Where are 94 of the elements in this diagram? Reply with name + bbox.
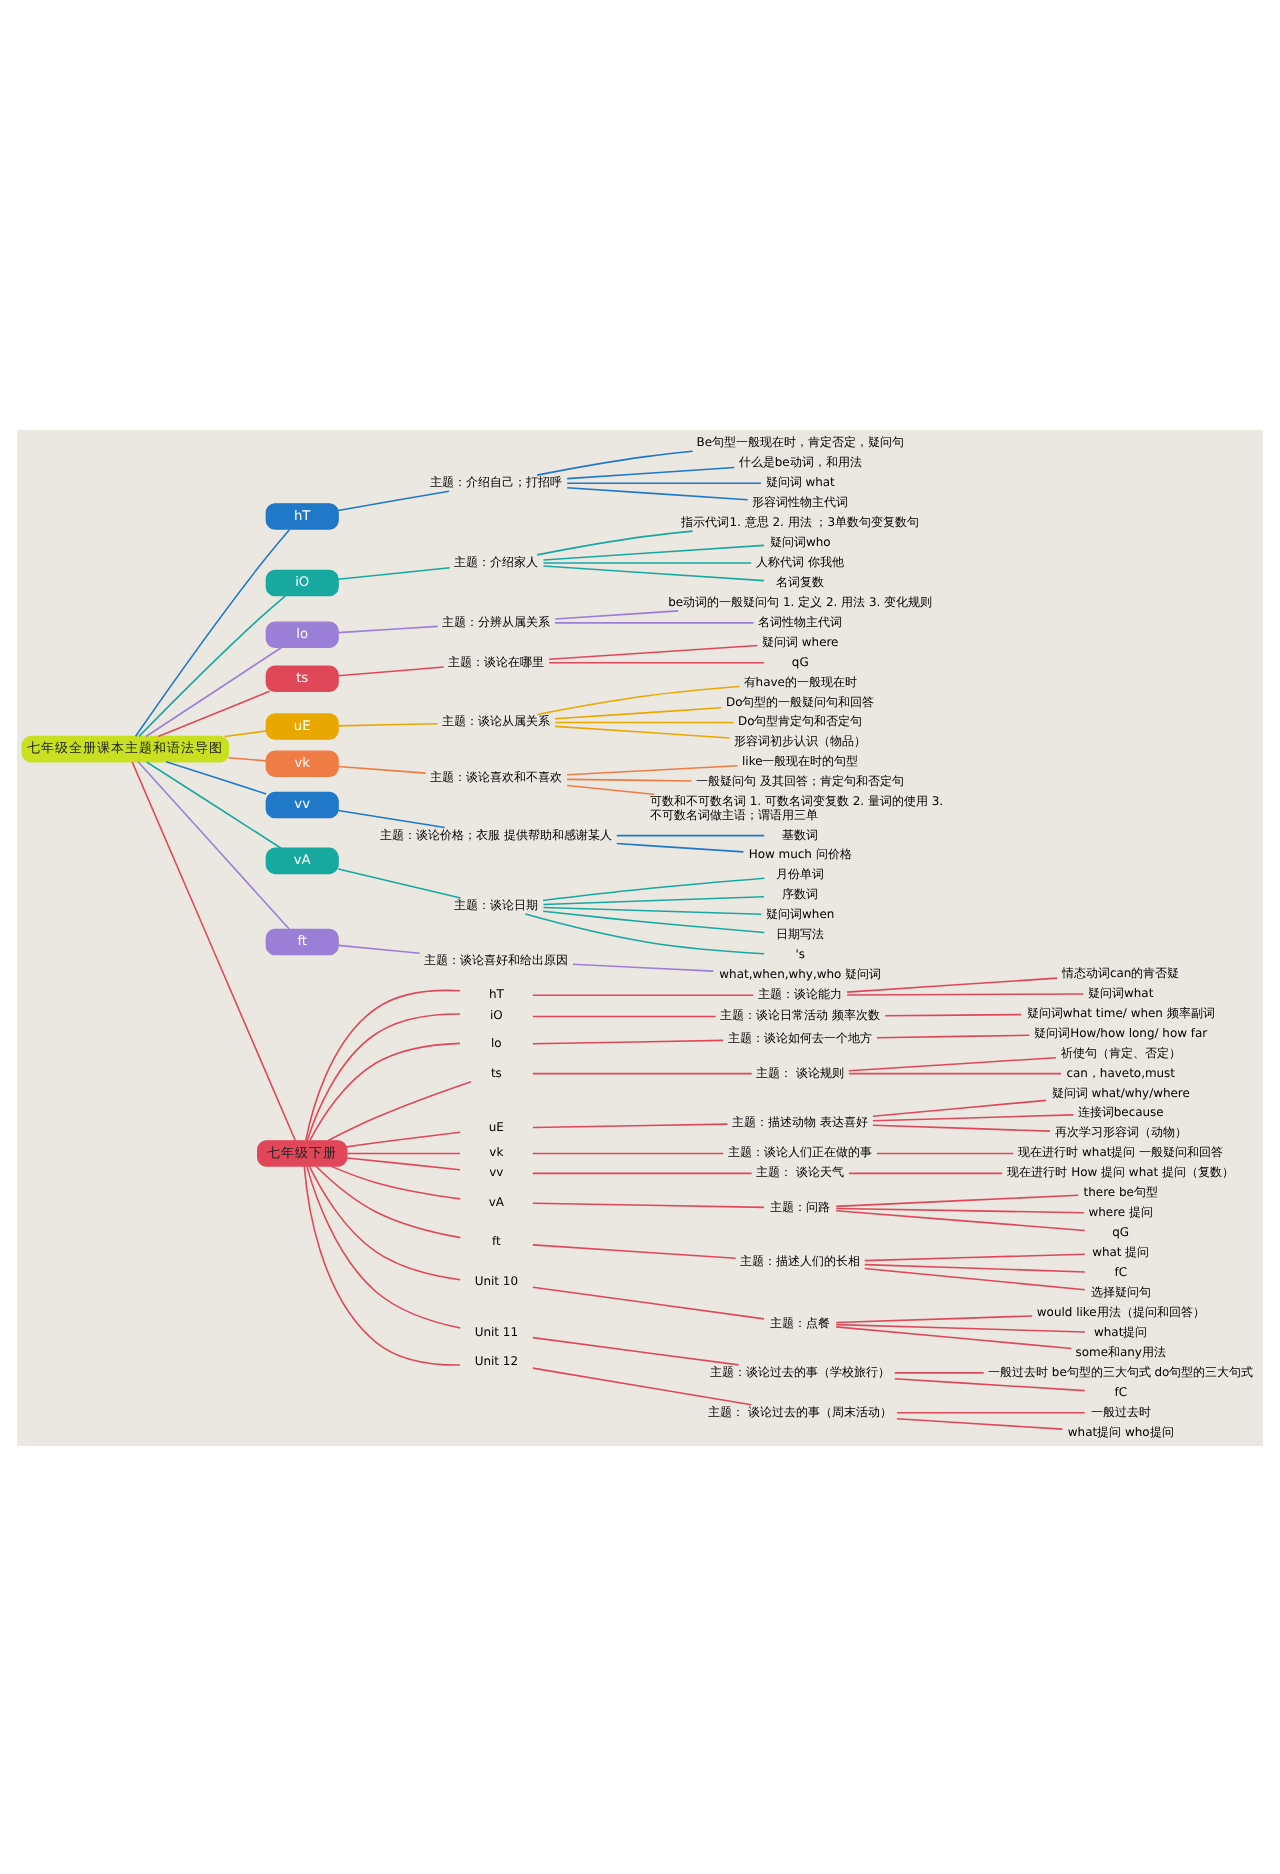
connector	[835, 1206, 1085, 1213]
connector	[165, 760, 268, 794]
connector	[554, 621, 755, 623]
connector	[536, 684, 741, 715]
connector	[872, 1098, 1047, 1117]
connector	[532, 1366, 752, 1405]
connector	[542, 876, 766, 901]
connector	[896, 1416, 1064, 1429]
connector	[137, 760, 290, 929]
connector	[524, 912, 765, 954]
connector	[306, 1012, 461, 1141]
connector	[894, 1371, 985, 1373]
connector	[337, 489, 450, 511]
connector	[542, 564, 765, 581]
connector	[337, 867, 462, 898]
connector	[554, 724, 731, 738]
connector	[532, 1151, 724, 1154]
connector	[346, 1151, 461, 1154]
connector	[835, 1314, 1033, 1323]
connector	[566, 783, 656, 795]
connector	[309, 1041, 461, 1141]
connector	[894, 1376, 1086, 1391]
connector	[876, 1033, 1031, 1038]
connector	[542, 543, 765, 560]
connector	[835, 1325, 1073, 1349]
connector	[532, 1285, 765, 1319]
connector	[337, 665, 445, 676]
connector	[863, 1262, 1086, 1272]
connector	[346, 1156, 461, 1170]
connector	[548, 643, 759, 660]
connector	[863, 1252, 1086, 1261]
connector	[337, 721, 439, 726]
connector	[330, 1164, 462, 1199]
connector	[835, 1322, 1086, 1332]
connector	[542, 909, 766, 933]
connector	[863, 1266, 1086, 1290]
connector	[327, 1079, 472, 1141]
connector	[846, 992, 1085, 995]
connector	[145, 645, 283, 737]
connector	[542, 561, 753, 563]
connector	[315, 1164, 462, 1238]
connector	[536, 529, 694, 555]
connector	[532, 1335, 740, 1365]
connector	[337, 943, 421, 954]
connector	[532, 1071, 753, 1074]
connector	[566, 763, 739, 775]
connector	[554, 720, 735, 723]
connector	[848, 1171, 1003, 1174]
connector	[532, 1201, 765, 1208]
connector	[542, 894, 765, 905]
connector	[566, 486, 749, 500]
connector	[572, 962, 715, 971]
connector	[884, 1012, 1023, 1016]
connector	[532, 1243, 737, 1259]
connector	[542, 905, 763, 915]
connector	[223, 729, 267, 737]
connector	[337, 764, 427, 773]
connector	[532, 993, 754, 995]
connector	[554, 609, 679, 619]
connector	[305, 1164, 462, 1328]
connector	[337, 565, 451, 580]
connector	[896, 1410, 1086, 1413]
connector	[554, 705, 723, 719]
connector	[872, 1113, 1075, 1121]
connector	[846, 976, 1058, 992]
connector	[835, 1208, 1086, 1231]
connector	[548, 660, 765, 663]
connector	[872, 1123, 1051, 1131]
connector	[145, 760, 282, 848]
connector	[566, 777, 693, 781]
connector	[848, 1055, 1057, 1071]
connector	[536, 449, 694, 475]
connector	[227, 755, 267, 761]
connector	[532, 1038, 724, 1044]
connector	[346, 1130, 461, 1147]
connector	[303, 1164, 461, 1365]
connector	[566, 481, 762, 483]
connector	[138, 594, 287, 737]
connector	[848, 1071, 1062, 1074]
connector	[566, 465, 736, 479]
connector	[308, 1164, 461, 1280]
connector	[615, 833, 765, 836]
connector	[134, 527, 291, 736]
connector	[876, 1151, 1015, 1154]
connector	[337, 624, 439, 633]
connector	[615, 841, 745, 852]
connector	[532, 1014, 717, 1017]
connector	[304, 988, 461, 1141]
connector	[532, 1171, 753, 1174]
connector	[532, 1122, 729, 1128]
connector	[157, 689, 271, 737]
connector	[835, 1193, 1080, 1207]
connector	[337, 808, 446, 828]
connector	[131, 760, 297, 1141]
